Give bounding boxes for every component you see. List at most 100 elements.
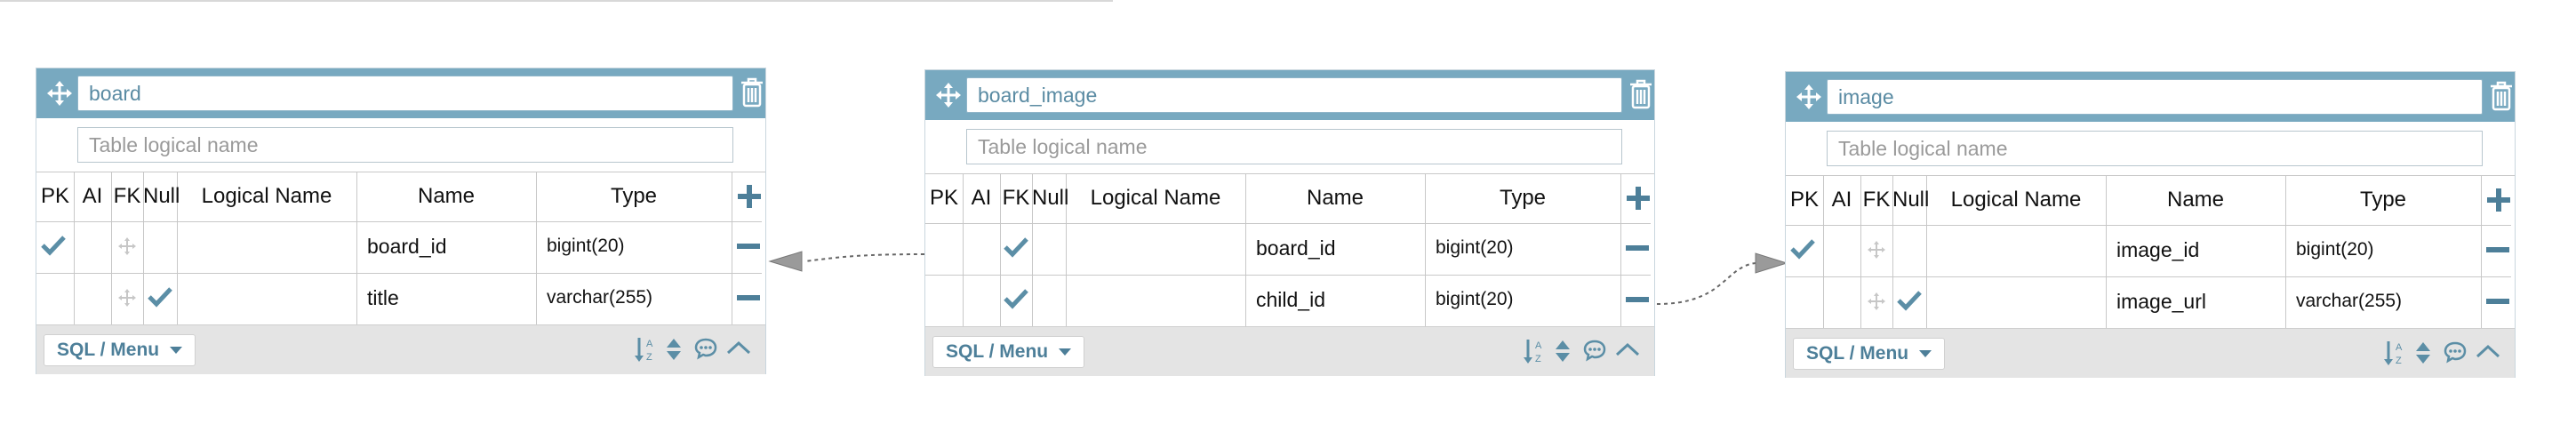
header-ai: AI [82,184,103,208]
sql-menu-button[interactable]: SQL / Menu [1793,338,1946,370]
pk-check-icon[interactable] [1789,237,1816,260]
svg-text:A: A [1535,340,1542,351]
collapse-icon[interactable] [1615,341,1640,357]
column-grid: PK AI FK Null Logical Name Name Type boa… [925,173,1654,326]
header-logical-name: Logical Name [1090,186,1221,210]
chevron-down-icon [170,347,183,355]
fk-drag-icon[interactable] [118,289,136,307]
svg-text:Z: Z [2396,356,2402,366]
sql-menu-button[interactable]: SQL / Menu [44,334,196,366]
move-icon[interactable] [932,79,964,111]
relation-arrowhead-board [768,251,803,272]
move-icon[interactable] [44,77,76,109]
column-grid: PK AI FK Null Logical Name Name Type ima… [1786,175,2515,328]
relation-board-image-to-image [1656,262,1756,305]
svg-text:A: A [646,339,653,349]
fk-drag-icon[interactable] [1868,292,1885,310]
table-name-input[interactable]: board_image [966,77,1622,113]
table-name-input[interactable]: image [1827,79,2483,115]
header-ai: AI [971,186,992,210]
table-board[interactable]: board Table logical name PK AI FK Null L… [36,68,766,374]
column-type[interactable]: bigint(20) [1436,237,1514,258]
header-type: Type [610,184,658,208]
column-name[interactable]: title [367,286,399,309]
remove-column-icon[interactable] [2486,247,2509,252]
remove-column-icon[interactable] [1626,245,1649,251]
table-logical-name-input[interactable]: Table logical name [966,129,1622,164]
table-board-image[interactable]: board_image Table logical name PK AI FK … [924,69,1655,376]
header-pk: PK [40,184,69,208]
relation-arrowhead-image [1755,252,1788,274]
header-null: Null [1032,186,1069,210]
fk-drag-icon[interactable] [1868,241,1885,259]
header-null: Null [143,184,180,208]
table-header: image [1786,72,2515,122]
reorder-icon[interactable] [1555,340,1571,363]
table-header: board [36,68,765,118]
header-type: Type [2359,188,2407,212]
fk-check-icon[interactable] [1003,287,1029,310]
null-check-icon[interactable] [147,285,173,308]
column-name[interactable]: child_id [1256,288,1325,311]
table-logical-name-input[interactable]: Table logical name [77,127,733,163]
column-type[interactable]: bigint(20) [547,236,625,256]
header-name: Name [1306,186,1364,210]
fk-drag-icon[interactable] [118,237,136,255]
column-type[interactable]: varchar(255) [2296,291,2403,311]
table-header: board_image [925,70,1654,120]
reorder-icon[interactable] [2415,341,2431,364]
column-type[interactable]: varchar(255) [547,287,653,308]
sql-menu-button[interactable]: SQL / Menu [932,336,1085,368]
remove-column-icon[interactable] [1626,297,1649,302]
collapse-icon[interactable] [2476,343,2500,359]
comment-icon[interactable] [2444,340,2467,364]
top-divider [0,0,1113,2]
column-name[interactable]: board_id [1256,236,1336,260]
null-check-icon[interactable] [1896,289,1923,312]
add-column-icon[interactable] [2486,188,2511,212]
column-name[interactable]: image_id [2116,238,2200,261]
column-type[interactable]: bigint(20) [1436,289,1514,309]
add-column-icon[interactable] [737,184,762,209]
header-fk: FK [113,184,141,208]
header-pk: PK [929,186,958,210]
relation-board-image-to-board [804,253,925,262]
comment-icon[interactable] [1583,339,1606,362]
header-logical-name: Logical Name [201,184,332,208]
comment-icon[interactable] [694,337,717,360]
table-logical-name-input[interactable]: Table logical name [1827,131,2483,166]
add-column-icon[interactable] [1626,186,1651,211]
column-type[interactable]: bigint(20) [2296,239,2374,260]
table-name-input[interactable]: board [77,76,733,111]
header-null: Null [1892,188,1930,212]
svg-text:Z: Z [1535,354,1541,364]
svg-text:Z: Z [646,352,652,363]
table-image[interactable]: image Table logical name PK AI FK Null L… [1785,71,2516,378]
column-name[interactable]: image_url [2116,290,2206,313]
trash-icon[interactable] [2490,81,2513,111]
pk-check-icon[interactable] [40,234,67,257]
header-name: Name [417,184,476,208]
fk-check-icon[interactable] [1003,236,1029,259]
svg-text:A: A [2396,342,2403,353]
column-grid: PK AI FK Null Logical Name Name Type boa… [36,172,765,324]
remove-column-icon[interactable] [737,295,760,300]
remove-column-icon[interactable] [737,244,760,249]
reorder-icon[interactable] [666,338,682,361]
header-fk: FK [1002,186,1030,210]
header-logical-name: Logical Name [1950,188,2082,212]
move-icon[interactable] [1793,81,1825,113]
chevron-down-icon [1059,348,1072,356]
column-name[interactable]: board_id [367,235,447,258]
trash-icon[interactable] [740,77,764,108]
trash-icon[interactable] [1629,79,1652,109]
remove-column-icon[interactable] [2486,299,2509,304]
collapse-icon[interactable] [726,340,751,356]
